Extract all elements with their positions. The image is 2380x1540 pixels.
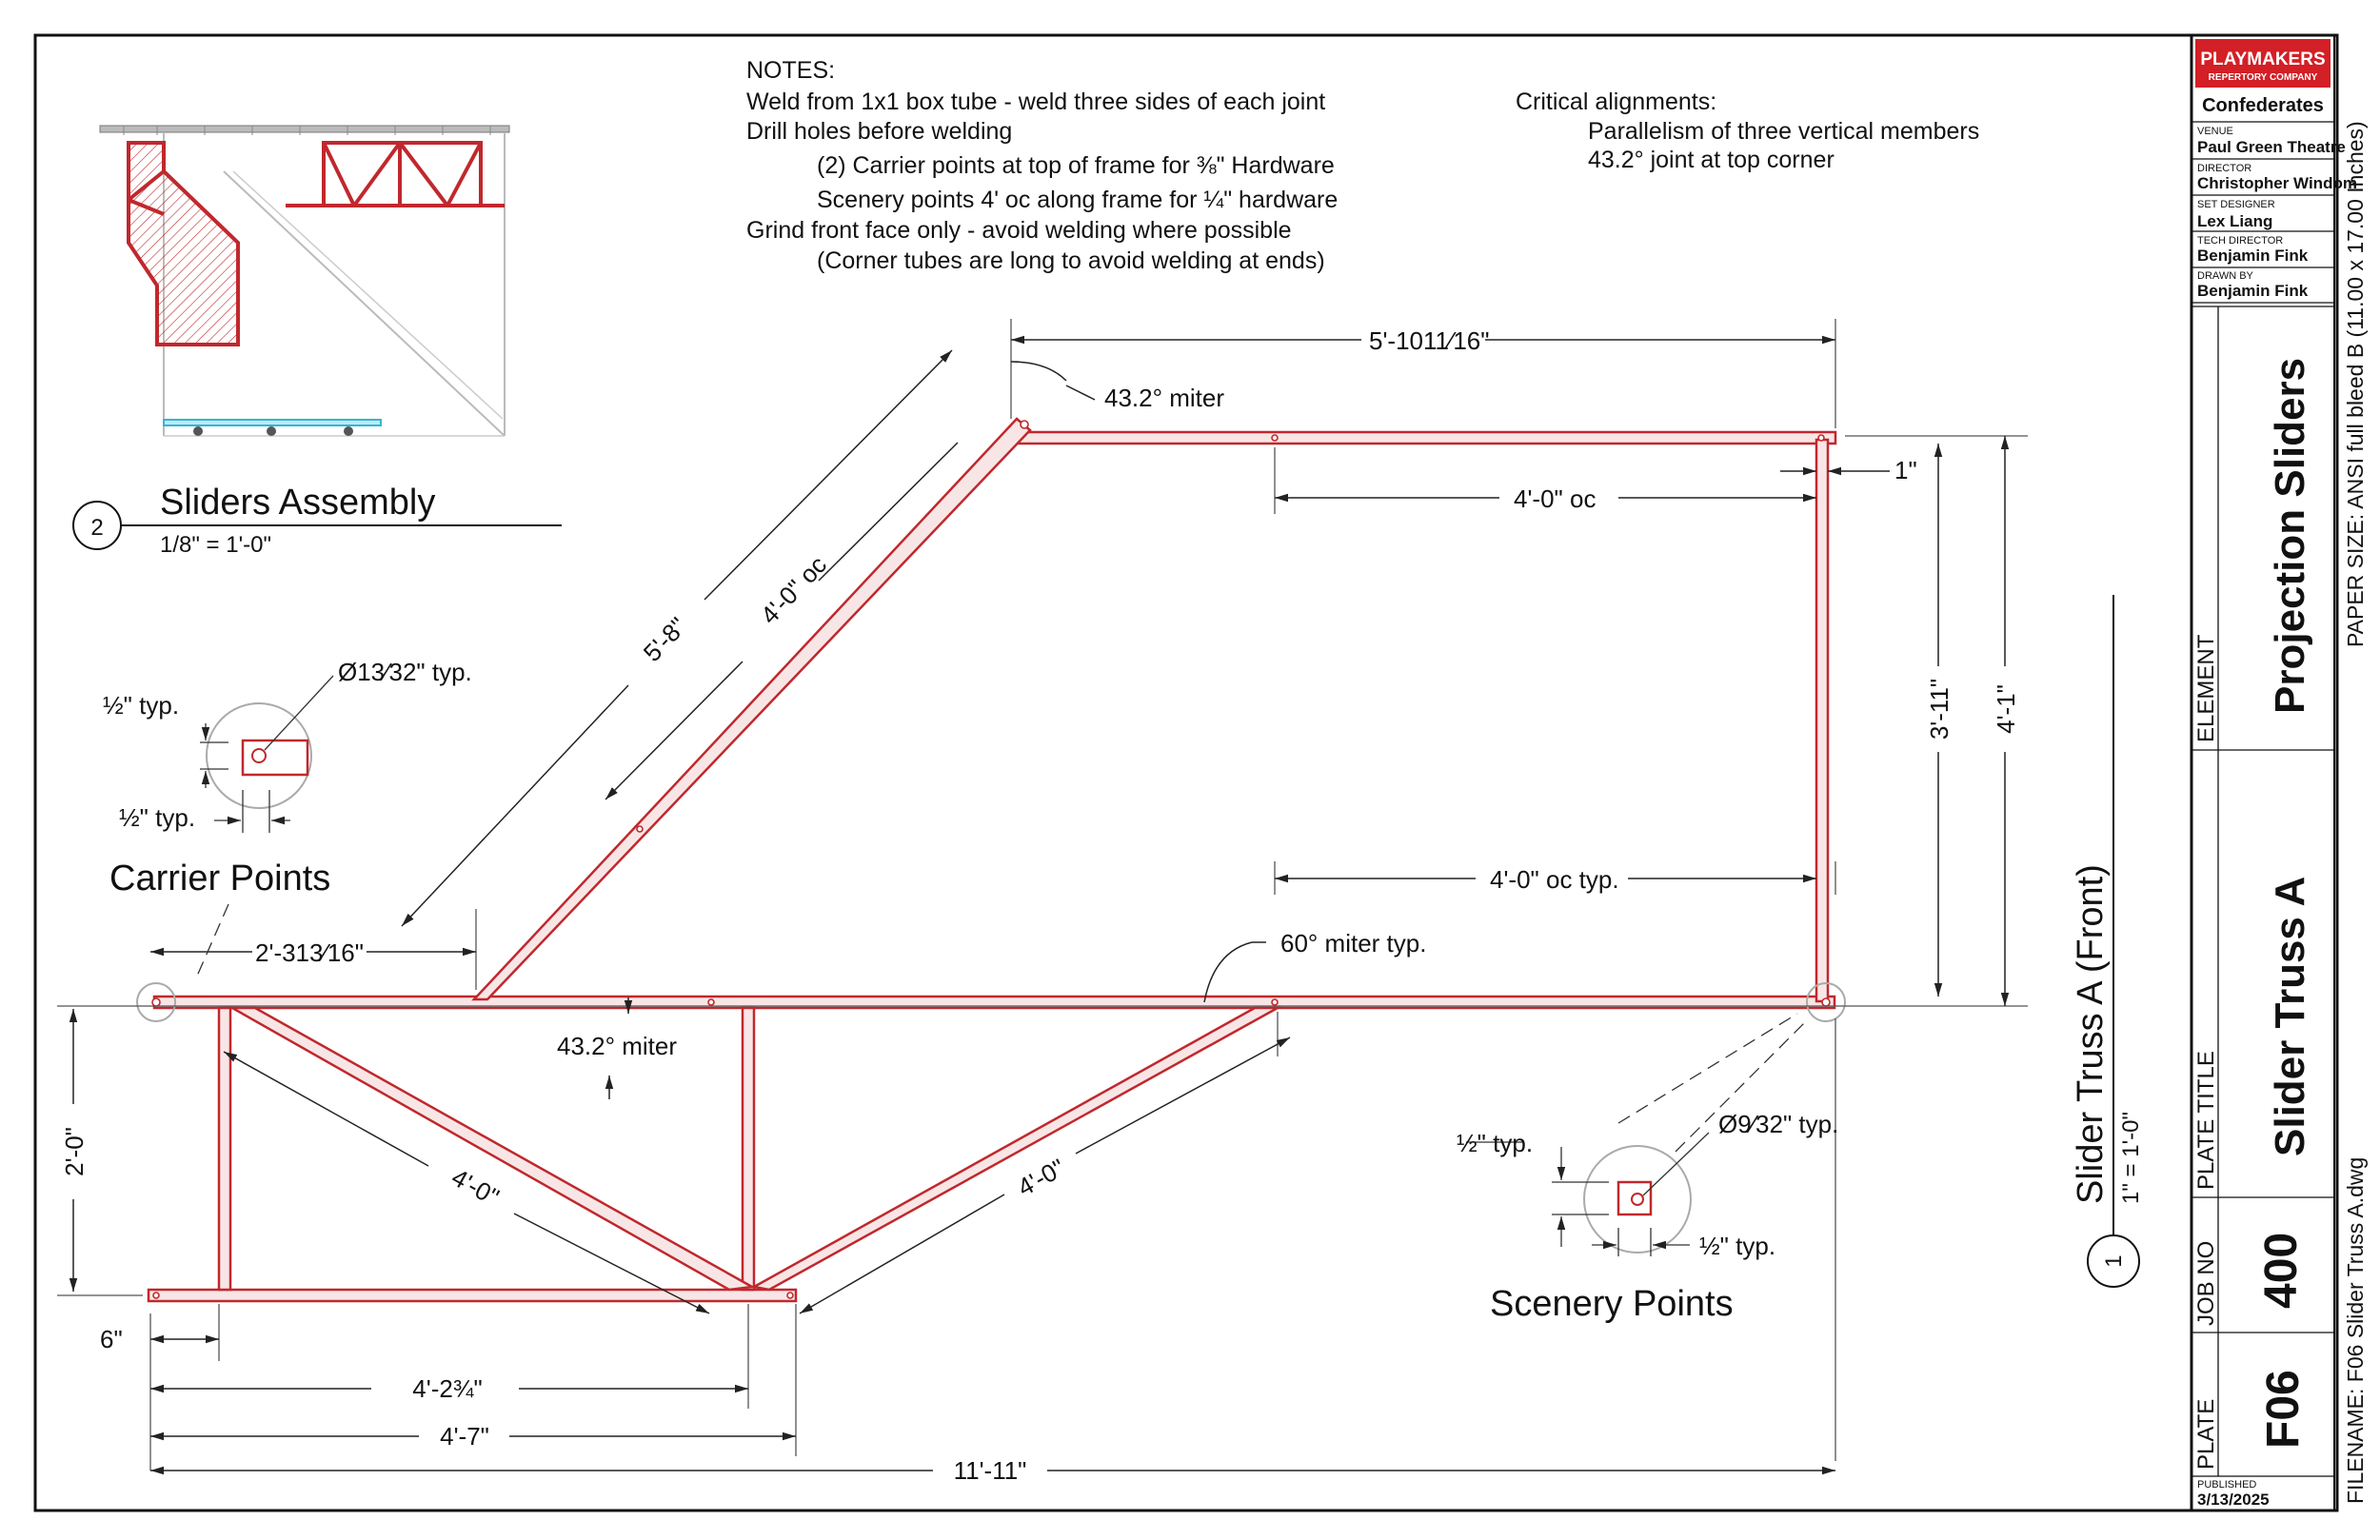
diagonal-rail [471, 417, 1032, 1001]
lower-right-brace [750, 1006, 1282, 1292]
dim-miter-60: 60° miter typ. [1280, 929, 1426, 958]
lower-mid-post [741, 1006, 756, 1292]
dim-oc-top: 4'-0" oc [1514, 484, 1596, 513]
published-value: 3/13/2025 [2197, 1491, 2270, 1509]
detail-1-callout: 1 Slider Truss A (Front) 1" = 1'-0" [2071, 595, 2144, 1288]
carrier-dim-top: ½" typ. [103, 691, 179, 720]
detail-1-title: Slider Truss A (Front) [2071, 864, 2111, 1204]
note-line-1: Weld from 1x1 box tube - weld three side… [746, 89, 1325, 115]
detail-2-number: 2 [90, 515, 103, 541]
dim-left-offset: 2'-313⁄16" [255, 938, 364, 967]
plate-title-label: PLATE TITLE [2193, 1051, 2219, 1190]
notes-heading: NOTES: [746, 57, 835, 84]
carrier-point-right [1806, 982, 1846, 1022]
critical-alignments: Critical alignments: Parallelism of thre… [1516, 89, 1979, 173]
sheet-border [33, 33, 2339, 1512]
scenery-points-detail: ½" typ. ½" typ. Ø9⁄32" typ. Scenery Poin… [1457, 1013, 1838, 1324]
carrier-points-detail: ½" typ. ½" typ. Ø13⁄32" typ. Carrier Poi… [103, 658, 472, 981]
note-line-5: Grind front face only - avoid welding wh… [746, 217, 1292, 244]
top-rail [1009, 430, 1837, 445]
director-value: Christopher Windom [2197, 174, 2357, 192]
note-line-6: (Corner tubes are long to avoid welding … [817, 247, 1325, 274]
note-line-3: (2) Carrier points at top of frame for ⅜… [817, 152, 1335, 179]
plate-value: F06 [2258, 1370, 2309, 1449]
dim-lower-a: 4'-2¾" [412, 1374, 482, 1403]
dim-lower-b: 4'-7" [440, 1422, 489, 1451]
drawn-by-value: Benjamin Fink [2197, 282, 2309, 300]
job-no-label: JOB NO [2193, 1241, 2219, 1326]
notes-block: NOTES: Weld from 1x1 box tube - weld thr… [746, 57, 1338, 274]
plate-label: PLATE [2193, 1399, 2219, 1470]
venue-value: Paul Green Theatre [2197, 138, 2346, 156]
carrier-dim-bottom: ½" typ. [119, 803, 195, 832]
critical-line-1: Parallelism of three vertical members [1588, 118, 1979, 145]
company-logo [2195, 39, 2330, 88]
drill-holes [152, 420, 1825, 1299]
right-post [1815, 438, 1830, 1003]
job-no-value: 400 [2256, 1233, 2307, 1309]
lower-left-post [217, 1006, 232, 1292]
note-line-2: Drill holes before welding [746, 118, 1012, 145]
set-designer-label: SET DESIGNER [2197, 199, 2275, 210]
dim-height-outer: 4'-1" [1992, 684, 2020, 734]
tech-director-value: Benjamin Fink [2197, 247, 2309, 265]
note-line-4: Scenery points 4' oc along frame for ¼" … [817, 187, 1338, 213]
carrier-title: Carrier Points [109, 859, 330, 898]
paper-size: PAPER SIZE: ANSI full bleed B (11.00 x 1… [2343, 121, 2368, 647]
dim-height-lower: 2'-0" [60, 1127, 89, 1176]
tech-director-label: TECH DIRECTOR [2197, 235, 2283, 247]
dim-miter-top: 43.2° miter [1104, 384, 1224, 412]
show-name: Confederates [2202, 95, 2324, 116]
dim-miter-bottom: 43.2° miter [557, 1032, 677, 1060]
detail-1-scale: 1" = 1'-0" [2118, 1112, 2144, 1204]
drawn-by-label: DRAWN BY [2197, 270, 2254, 282]
detail-2-title: Sliders Assembly [160, 483, 435, 523]
dim-brace-right: 4'-0" [1013, 1153, 1070, 1201]
dim-six-inch: 6" [100, 1325, 123, 1353]
dim-diag-length: 5'-8" [638, 612, 692, 667]
carrier-hole: Ø13⁄32" typ. [338, 658, 472, 686]
dim-top-width: 5'-1011⁄16" [1369, 326, 1489, 355]
dim-brace-left: 4'-0" [446, 1162, 504, 1211]
set-designer-value: Lex Liang [2197, 212, 2272, 230]
lower-rail [147, 1288, 798, 1303]
detail-2-scale: 1/8" = 1'-0" [160, 532, 271, 558]
dim-overall: 11'-11" [954, 1456, 1027, 1485]
dim-oc-typ: 4'-0" oc typ. [1490, 865, 1619, 894]
director-label: DIRECTOR [2197, 163, 2251, 174]
dim-diag-oc: 4'-0" oc [755, 550, 832, 629]
critical-heading: Critical alignments: [1516, 89, 1716, 115]
detail-2-callout: 2 Sliders Assembly 1/8" = 1'-0" [72, 483, 562, 558]
scenery-dim-bottom: ½" typ. [1699, 1232, 1775, 1260]
venue-label: VENUE [2197, 126, 2233, 137]
title-block: PLAYMAKERS REPERTORY COMPANY Confederate… [2190, 35, 2368, 1510]
dim-one-inch: 1" [1894, 456, 1917, 484]
company-name: PLAYMAKERS [2200, 49, 2325, 69]
published-label: PUBLISHED [2197, 1479, 2256, 1491]
company-sub: REPERTORY COMPANY [2209, 72, 2318, 83]
scenery-dim-left: ½" typ. [1457, 1129, 1533, 1157]
element-value: Projection Sliders [2267, 358, 2313, 714]
scenery-hole: Ø9⁄32" typ. [1718, 1110, 1838, 1138]
dimension-lines [69, 335, 2010, 1475]
filename: FILENAME: F06 Slider Truss A.dwg [2343, 1157, 2368, 1504]
carrier-point-left [136, 982, 176, 1022]
element-label: ELEMENT [2193, 634, 2219, 742]
detail-1-number: 1 [2101, 1254, 2127, 1267]
scenery-title: Scenery Points [1490, 1284, 1734, 1324]
truss-frame [147, 417, 1837, 1303]
sliders-assembly-sketch [99, 125, 510, 437]
dim-height-inner: 3'-11" [1925, 679, 1954, 740]
plate-title-value: Slider Truss A [2267, 877, 2313, 1156]
critical-line-2: 43.2° joint at top corner [1588, 147, 1835, 173]
